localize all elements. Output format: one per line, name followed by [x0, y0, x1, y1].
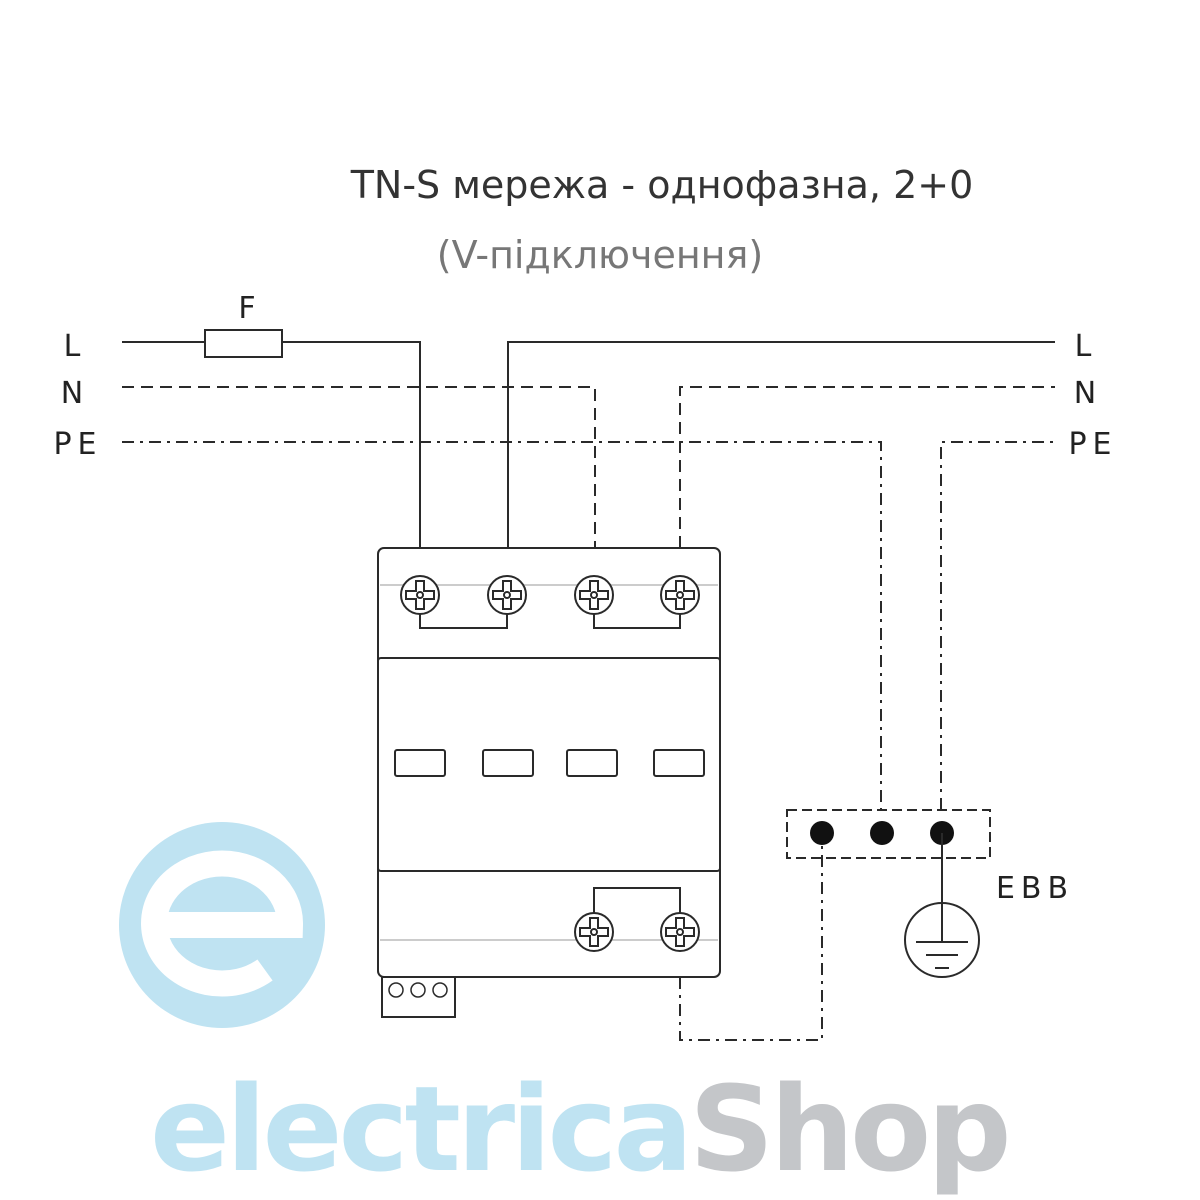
label-left-n: N	[61, 376, 83, 411]
label-right-n: N	[1074, 376, 1096, 411]
bridge-top-right	[593, 610, 681, 629]
screw-terminal-icon	[487, 575, 527, 615]
label-right-l: L	[1075, 329, 1092, 364]
diagram-subtitle: (V-підключення)	[437, 233, 763, 277]
wire-pe-device-to-ebb	[679, 835, 823, 1041]
wire-n-out	[679, 386, 1055, 548]
label-right-pe: PE	[1068, 427, 1117, 462]
wire-pe-out	[940, 441, 1055, 810]
wire-l-out	[507, 341, 1055, 548]
fuse-label: F	[238, 291, 255, 326]
bridge-top-left	[419, 610, 508, 629]
screw-terminal-icon	[574, 575, 614, 615]
ebb-terminal	[810, 821, 834, 845]
label-left-pe: PE	[53, 427, 102, 462]
ebb-terminal	[870, 821, 894, 845]
watermark-logo-e	[141, 850, 304, 997]
indicator-windows	[394, 749, 705, 777]
watermark-text-blue: electrica	[150, 1060, 689, 1198]
watermark-text-gray: Shop	[689, 1060, 1008, 1198]
screw-terminal-icon	[574, 912, 614, 952]
screw-terminal-icon	[400, 575, 440, 615]
diagram-title: TN-S мережа - однофазна, 2+0	[350, 163, 974, 207]
wire-n-in	[122, 386, 596, 548]
terminal-screws	[400, 575, 700, 952]
ground-icon	[904, 833, 980, 978]
wire-pe-in	[122, 441, 882, 810]
watermark-logo	[119, 822, 325, 1028]
watermark-text: electricaShop	[150, 1060, 1008, 1198]
fuse	[204, 329, 283, 358]
bridge-bottom	[593, 887, 681, 915]
ebb-label: EBB	[996, 871, 1074, 906]
screw-terminal-icon	[660, 575, 700, 615]
equipotential-bonding-bar	[786, 809, 991, 859]
aux-terminal-block	[381, 976, 456, 1018]
screw-terminal-icon	[660, 912, 700, 952]
wire-l-to-device	[282, 341, 421, 548]
label-left-l: L	[64, 329, 81, 364]
